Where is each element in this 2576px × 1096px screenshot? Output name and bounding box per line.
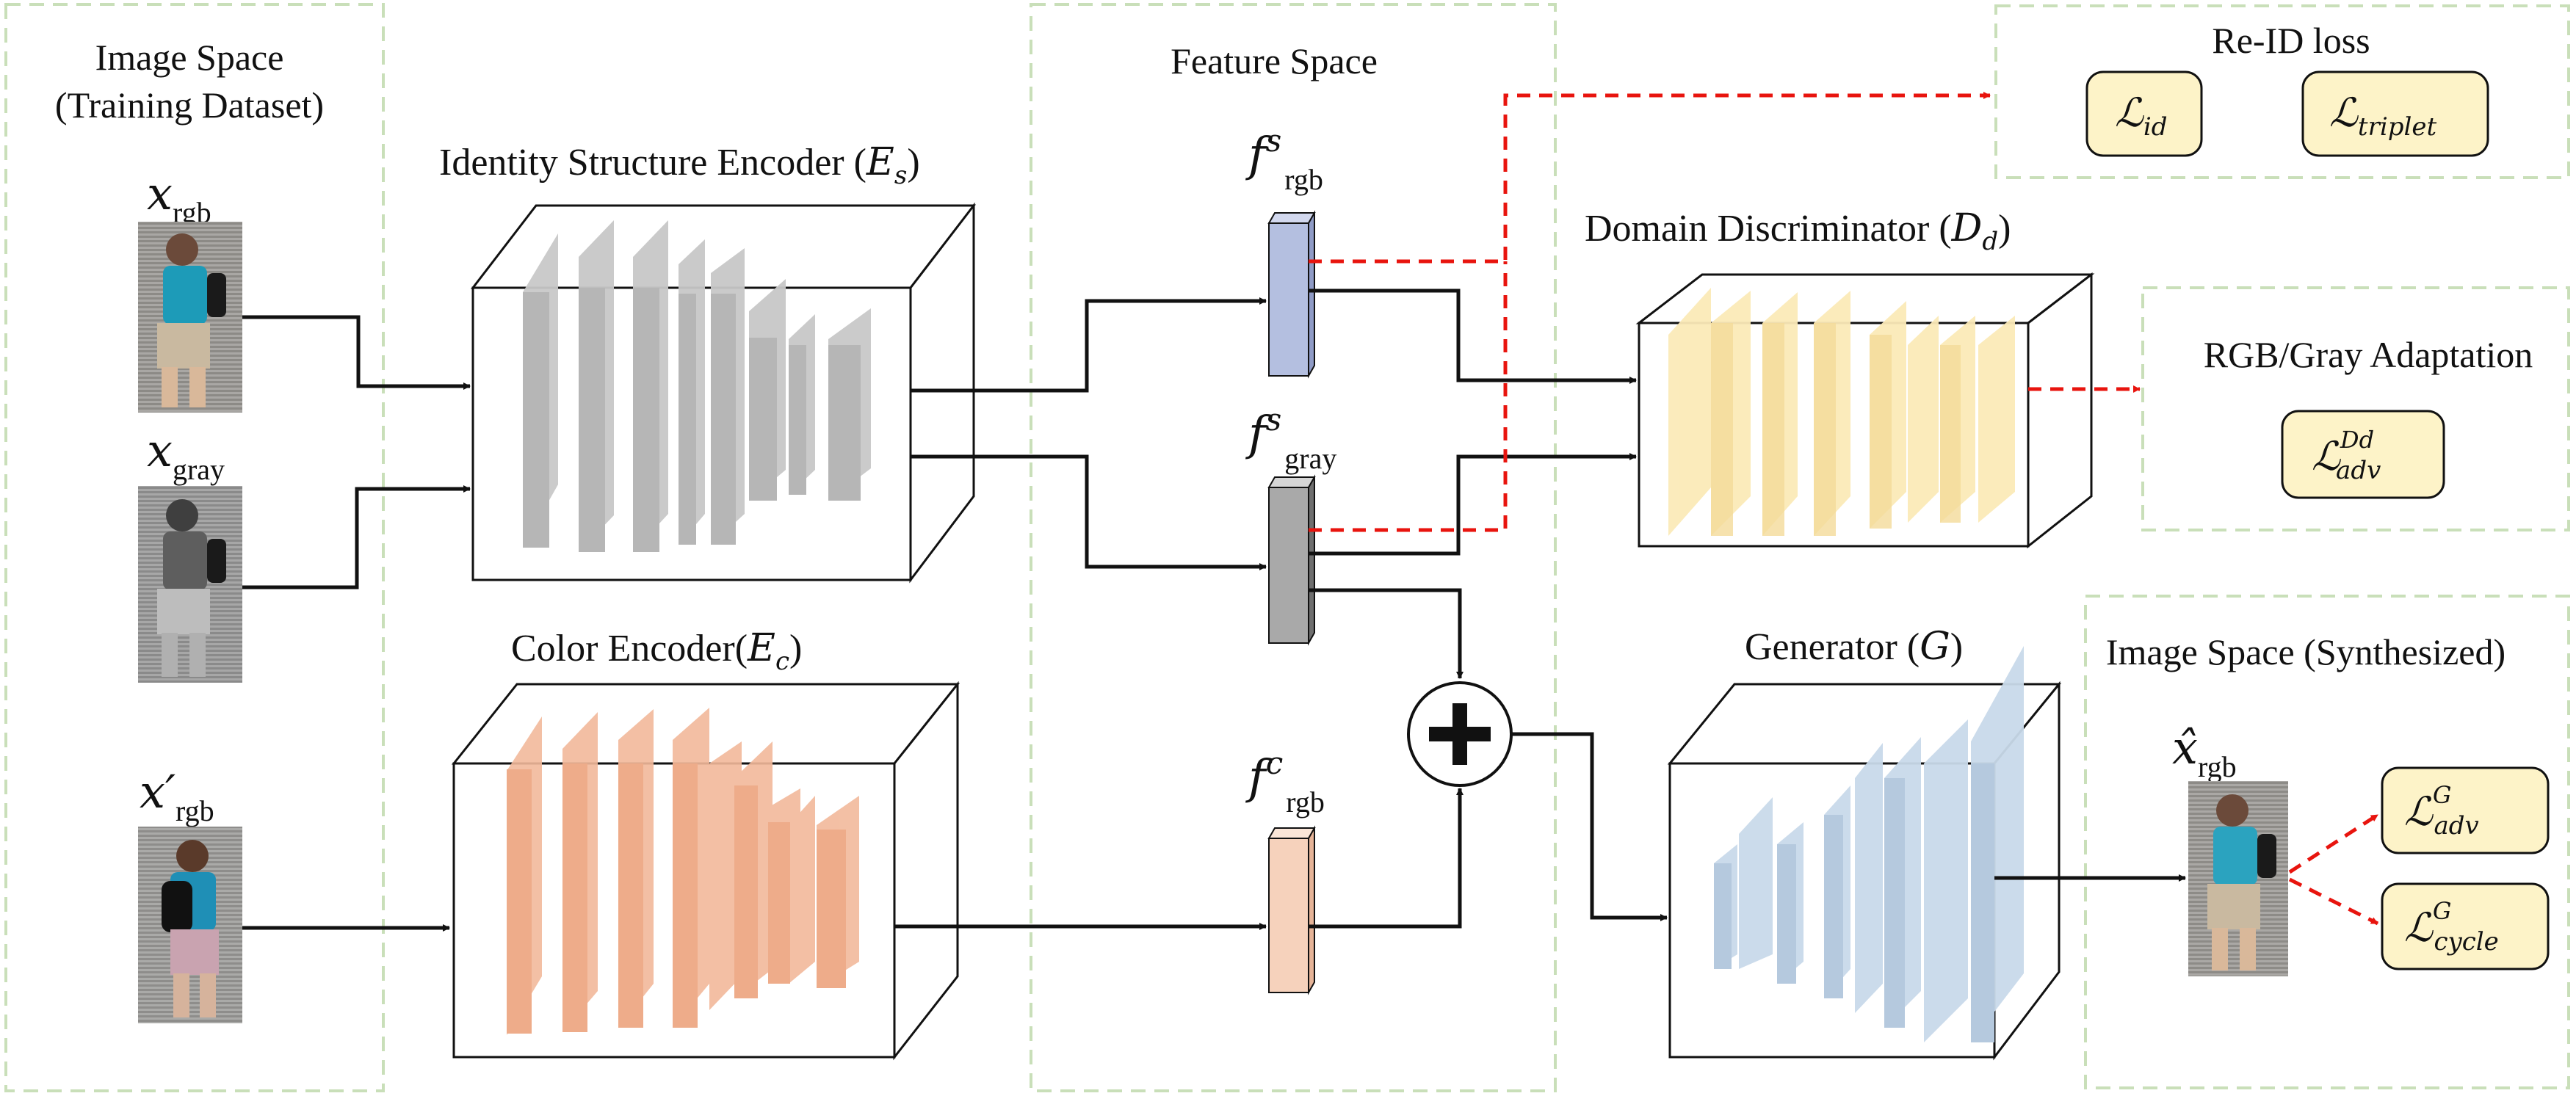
fs-gray-label: fsgray (1245, 402, 1336, 475)
region-synthesized (2084, 595, 2570, 1089)
identity-structure-encoder (470, 202, 977, 584)
region-rgb-gray-adaptation (2141, 286, 2570, 531)
synthesized-title: Image Space (Synthesized) (2106, 631, 2506, 672)
training-dataset-title-2: (Training Dataset) (55, 84, 324, 126)
feature-bar-fs-rgb (1267, 210, 1316, 379)
reid-loss-title: Re-ID loss (2212, 20, 2370, 61)
plus-circle-icon (1407, 681, 1513, 787)
fc-rgb-label: fcrgb (1245, 745, 1325, 819)
person-image-rgb-prime (138, 827, 242, 1023)
domain-discriminator (1635, 272, 2095, 549)
svg-text:ℒtriplet: ℒtriplet (2329, 90, 2436, 142)
dashed-loss-connectors (1309, 92, 2379, 926)
loss-box-id: ℒid (2085, 70, 2203, 157)
loss-box-triplet: ℒtriplet (2301, 70, 2489, 157)
person-image-gray (138, 486, 242, 683)
x-rgb-label: xrgb (147, 167, 211, 229)
generator-label: Generator (G) (1745, 625, 1963, 669)
fs-rgb-label: fsrgb (1245, 123, 1323, 196)
feature-bar-fc-rgb (1267, 825, 1316, 995)
region-reid-loss (1994, 4, 2570, 179)
rgb-gray-adaptation-title: RGB/Gray Adaptation (2204, 334, 2533, 375)
x-hat-rgb-label: x̂rgb (2172, 721, 2237, 783)
region-feature-space (1030, 3, 1557, 1092)
svg-text:ℒid: ℒid (2115, 90, 2168, 142)
generator (1667, 646, 2062, 1061)
x-gray-label: xgray (147, 424, 225, 486)
identity-structure-encoder-label: Identity Structure Encoder (Es) (439, 140, 920, 190)
domain-discriminator-label: Domain Discriminator (Dd) (1585, 206, 2011, 256)
feature-bar-fs-gray (1267, 474, 1316, 646)
solid-connectors (242, 288, 2186, 932)
training-dataset-title-1: Image Space (95, 37, 284, 78)
feature-space-title: Feature Space (1171, 40, 1378, 81)
person-image-rgb (138, 222, 242, 413)
color-encoder (451, 681, 960, 1061)
color-encoder-label: Color Encoder(Ec) (511, 626, 802, 676)
x-prime-rgb-label: x′rgb (140, 765, 214, 827)
region-training-dataset (4, 3, 385, 1092)
person-image-synthesized (2188, 781, 2288, 976)
